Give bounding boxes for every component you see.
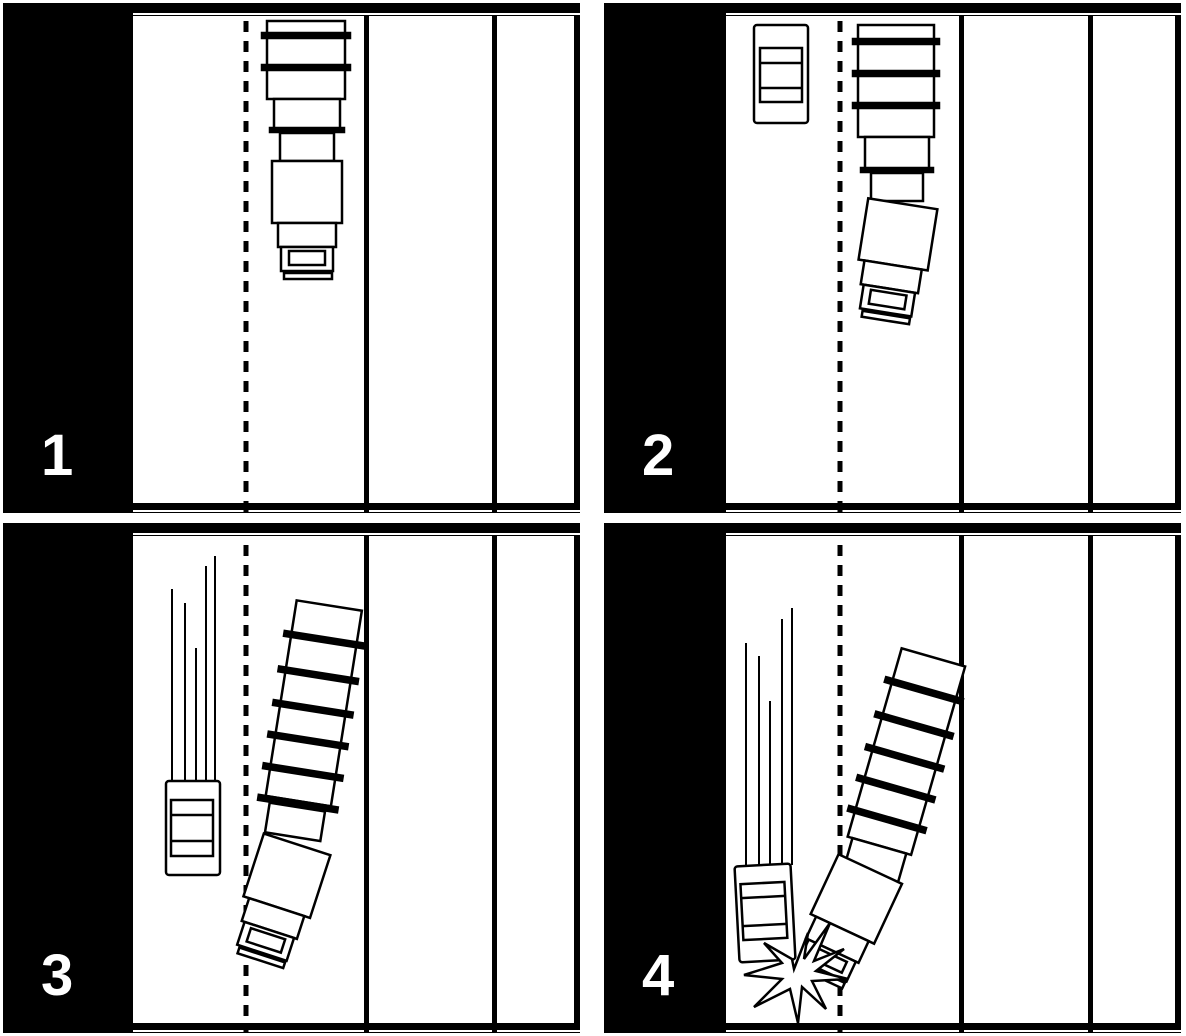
panel-number: 1 (41, 427, 73, 485)
lane-line (364, 536, 369, 1033)
car-icon (735, 864, 796, 963)
panel-number: 2 (642, 427, 674, 485)
lane-line (959, 16, 964, 513)
panel-2: 2 (604, 3, 1181, 513)
panel-number: 3 (41, 947, 73, 1005)
lane-line (959, 536, 964, 1033)
panel-1: 1 (3, 3, 580, 513)
lane-line (1088, 16, 1093, 513)
lane-line (1088, 536, 1093, 1033)
panel-3: 3 (3, 523, 580, 1033)
lane-line (364, 16, 369, 513)
panel-number: 4 (642, 947, 674, 1005)
car-icon (754, 25, 808, 123)
lane-line (492, 16, 497, 513)
panel-4: 4 (604, 523, 1181, 1033)
car-icon (166, 781, 220, 875)
scene-1 (3, 3, 580, 513)
scene-2 (604, 3, 1181, 513)
lane-line (492, 536, 497, 1033)
scene-4 (604, 523, 1181, 1033)
scene-3 (3, 523, 580, 1033)
road-surface (133, 16, 574, 503)
